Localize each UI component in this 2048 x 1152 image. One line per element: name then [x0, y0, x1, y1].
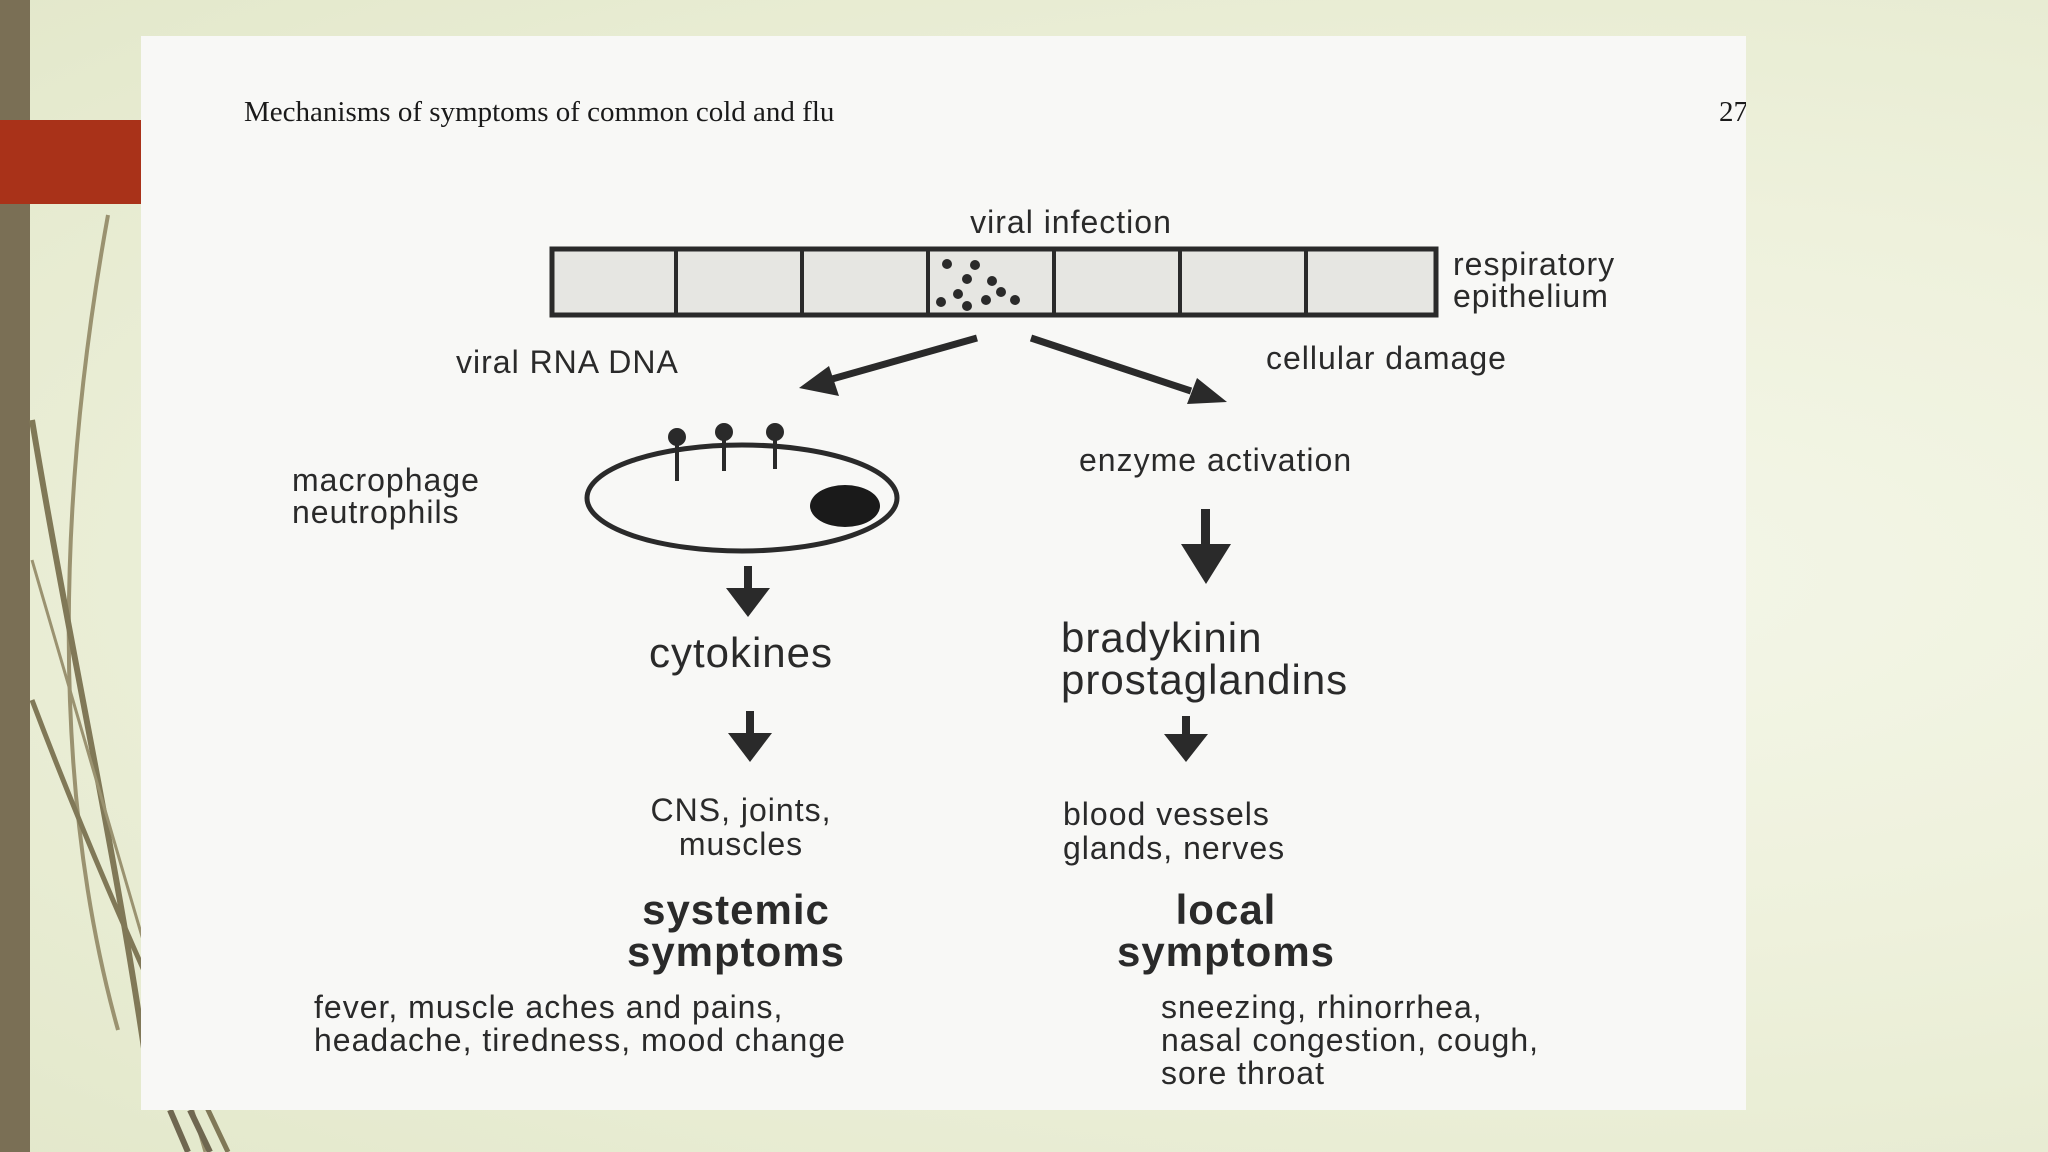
arrow-down-icon [728, 711, 772, 762]
virus-particles [936, 259, 1020, 311]
diagonal-arrow-left [799, 334, 978, 396]
page-number: 27 [1719, 96, 1746, 128]
systemic-heading-line2: symptoms [626, 928, 846, 975]
prostaglandins-label: prostaglandins [1061, 656, 1349, 703]
page-title: Mechanisms of symptoms of common cold an… [244, 96, 835, 128]
macrophage-label: macrophage [292, 462, 480, 498]
systemic-targets-line2: muscles [678, 826, 804, 862]
local-examples-line3: sore throat [1161, 1055, 1325, 1091]
macrophage-cell [584, 423, 900, 554]
scanned-page: Mechanisms of symptoms of common cold an… [141, 36, 1746, 1110]
systemic-heading-line1: systemic [642, 886, 830, 933]
arrow-down-icon [1164, 716, 1208, 762]
epithelium-label-line1: respiratory [1453, 246, 1616, 282]
arrow-down-icon [726, 566, 770, 617]
cytokines-label: cytokines [648, 629, 834, 676]
systemic-examples-line1: fever, muscle aches and pains, [314, 989, 784, 1025]
enzyme-activation-label: enzyme activation [1079, 442, 1353, 478]
local-targets-line1: blood vessels [1063, 796, 1270, 832]
local-examples-line1: sneezing, rhinorrhea, [1161, 989, 1483, 1025]
local-targets-line2: glands, nerves [1063, 830, 1286, 866]
slide-accent-block [0, 120, 141, 204]
local-heading-line1: local [1175, 886, 1277, 933]
viral-infection-label: viral infection [970, 204, 1172, 240]
local-examples-line2: nasal congestion, cough, [1161, 1022, 1540, 1058]
diagram-graphics [549, 246, 1439, 762]
viral-rna-dna-label: viral RNA DNA [456, 344, 679, 380]
systemic-examples-line2: headache, tiredness, mood change [314, 1022, 846, 1058]
bradykinin-label: bradykinin [1061, 614, 1263, 661]
local-heading-line2: symptoms [1116, 928, 1336, 975]
arrow-down-icon [1181, 509, 1231, 584]
neutrophils-label: neutrophils [292, 494, 460, 530]
systemic-targets-line1: CNS, joints, [650, 792, 832, 828]
diagonal-arrow-right [1029, 334, 1227, 404]
epithelium-label-line2: epithelium [1453, 278, 1609, 314]
cellular-damage-label: cellular damage [1266, 340, 1507, 376]
